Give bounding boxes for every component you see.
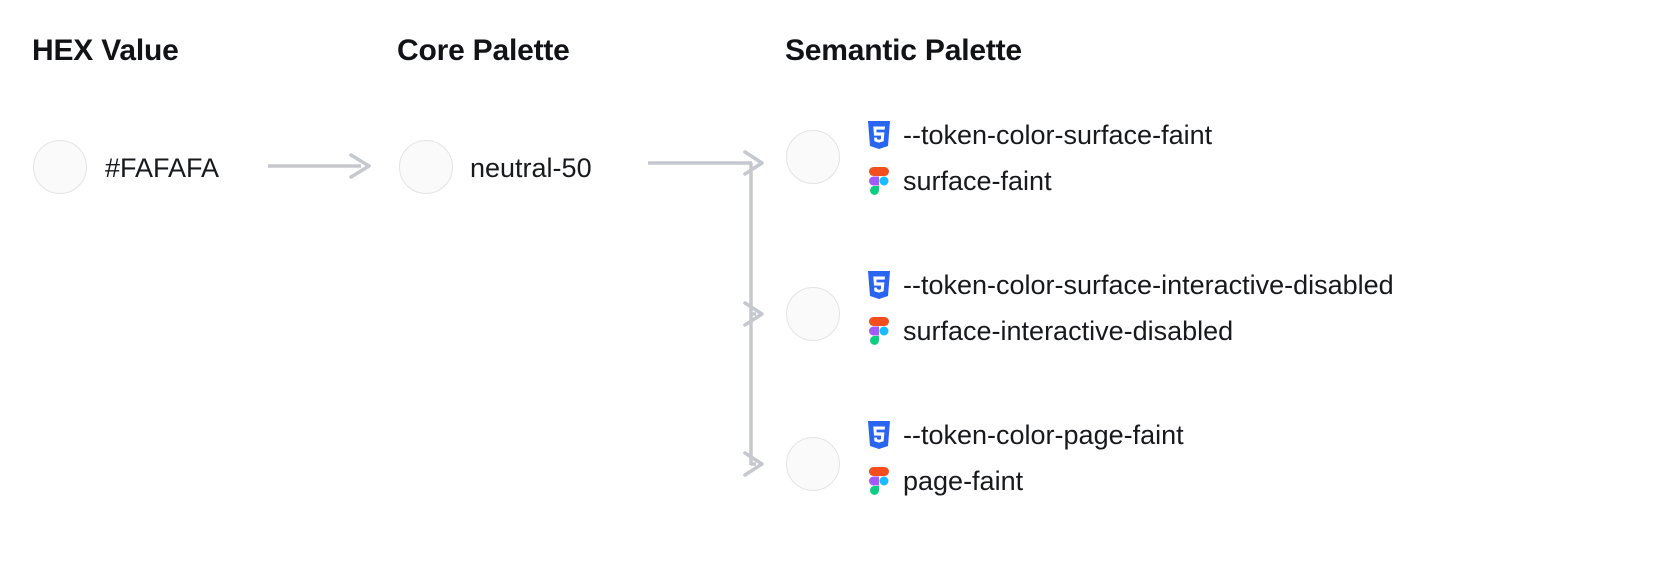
semantic-color-swatch [786,287,840,341]
css3-icon [868,421,890,449]
connector-hex-to-core [268,153,371,179]
hex-value-label: #FAFAFA [105,153,220,183]
core-color-swatch [399,140,453,194]
column-heading-core-palette: Core Palette [397,34,570,67]
figma-icon [869,317,889,345]
css-token-line: --token-color-page-faint [866,412,1184,458]
css-token-line: --token-color-surface-faint [866,112,1212,158]
figma-token-line: surface-interactive-disabled [866,308,1394,354]
connector-core-to-semantic [648,150,764,477]
css-token-line: --token-color-surface-interactive-disabl… [866,262,1394,308]
semantic-token-group: --token-color-page-faint page-faint [866,412,1184,504]
figma-icon [869,467,889,495]
figma-token-name: page-faint [903,465,1024,496]
column-heading-hex-value: HEX Value [32,34,179,67]
semantic-color-swatch [786,130,840,184]
semantic-token-group: --token-color-surface-faint surface-fain… [866,112,1212,204]
semantic-token-group: --token-color-surface-interactive-disabl… [866,262,1394,354]
css-token-name: --token-color-surface-faint [903,119,1213,150]
figma-token-line: page-faint [866,458,1184,504]
figma-token-line: surface-faint [866,158,1212,204]
hex-color-swatch [33,140,87,194]
figma-token-name: surface-interactive-disabled [903,315,1234,346]
figma-icon [869,167,889,195]
css3-icon [868,121,890,149]
css-token-name: --token-color-page-faint [903,419,1184,450]
column-heading-semantic-palette: Semantic Palette [785,34,1022,67]
semantic-color-swatch [786,437,840,491]
css-token-name: --token-color-surface-interactive-disabl… [903,269,1394,300]
core-palette-label: neutral-50 [470,153,592,183]
figma-token-name: surface-faint [903,165,1052,196]
css3-icon [868,271,890,299]
